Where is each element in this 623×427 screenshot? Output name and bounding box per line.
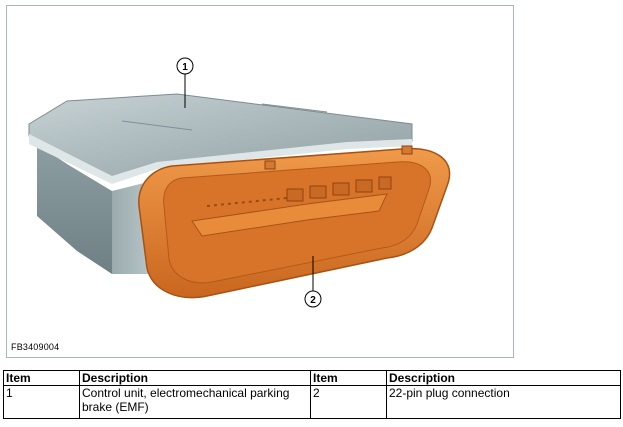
callout-2: 2 (304, 256, 322, 308)
table-row: 1 Control unit, electromechanical parkin… (3, 385, 621, 419)
plug-connection-22-pin (138, 145, 451, 299)
item-description: 22-pin plug connection (386, 385, 621, 419)
housing-rim (29, 134, 412, 184)
column-header-item: Item (3, 370, 80, 386)
figure-id-label: FB3409004 (11, 342, 60, 352)
connector-latch (401, 145, 413, 155)
connector-pins (206, 176, 392, 207)
legend-header-row: Item Description Item Description (3, 370, 621, 386)
callout-1: 1 (176, 57, 194, 108)
column-header-description: Description (386, 370, 621, 386)
callout-number: 1 (182, 62, 188, 73)
diagram-figure: 1 2 FB3409004 (6, 5, 514, 358)
callout-number: 2 (310, 295, 316, 306)
item-number: 2 (310, 385, 387, 419)
callout-circle (304, 290, 322, 308)
control-unit-illustration: 1 2 (28, 57, 451, 308)
control-unit-housing (28, 93, 413, 274)
housing-left-side (37, 144, 112, 274)
column-header-description: Description (79, 370, 311, 386)
callout-circle (176, 57, 194, 75)
item-description: Control unit, electromechanical parking … (79, 385, 311, 419)
housing-edge-line (261, 103, 328, 113)
column-header-item: Item (310, 370, 387, 386)
legend-table: Item Description Item Description 1 Cont… (3, 370, 621, 419)
item-number: 1 (3, 385, 80, 419)
housing-edge-line (121, 120, 193, 131)
connector-pin-carrier (191, 193, 388, 237)
connector-latch (264, 160, 276, 170)
